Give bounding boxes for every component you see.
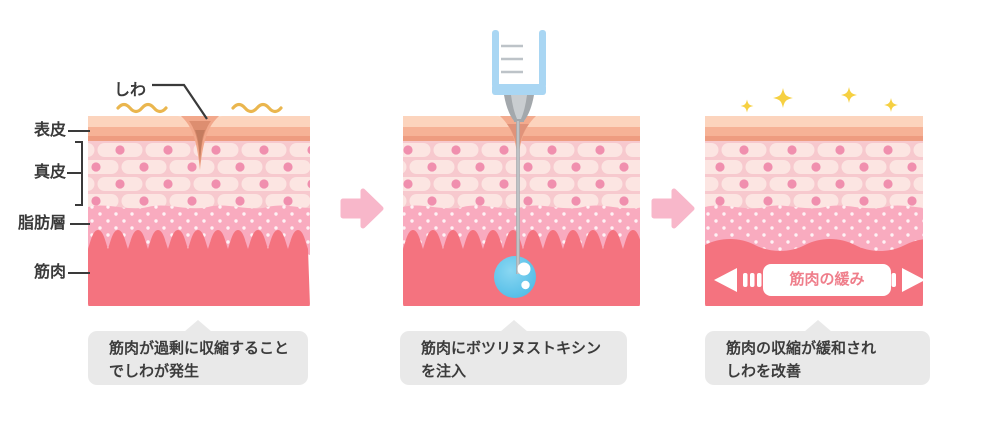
skin-layer-label-dermis: 真皮 bbox=[33, 164, 66, 181]
skin-layer-label-fat: 脂肪層 bbox=[17, 215, 66, 232]
wrinkle-squiggle-right bbox=[231, 102, 283, 114]
toxin-droplet bbox=[494, 256, 536, 298]
caption-line: でしわが発生 bbox=[109, 362, 200, 380]
contracted-muscle-shape bbox=[88, 230, 310, 306]
flow-arrow-icon-2 bbox=[651, 188, 695, 229]
droplet-highlight-small bbox=[521, 280, 530, 290]
syringe-icon bbox=[492, 30, 546, 274]
caption-line: を注入 bbox=[421, 362, 467, 380]
skin-layer-label-epidermis: 表皮 bbox=[33, 122, 66, 139]
skin-layer-label-muscle: 筋肉 bbox=[33, 264, 66, 281]
caption-bubble-2: 筋肉にボツリヌストキシン を注入 bbox=[400, 320, 627, 385]
wrinkle-pointer-line bbox=[152, 83, 208, 120]
wrinkle-label: しわ bbox=[114, 82, 147, 99]
syringe-scale-ticks bbox=[501, 44, 523, 74]
fat-layer-shape bbox=[403, 205, 640, 255]
caption-line: 筋肉が過剰に収縮すること bbox=[109, 340, 290, 357]
muscle-relax-badge: 筋肉の緩み bbox=[763, 264, 891, 296]
layer-label-connectors bbox=[67, 130, 90, 274]
caption-bubble-3: 筋肉の収縮が緩和され しわを改善 bbox=[705, 320, 930, 385]
flow-arrow-icon-1 bbox=[340, 188, 384, 229]
droplet-highlight bbox=[517, 262, 531, 276]
wrinkle-squiggle-left bbox=[116, 102, 168, 114]
wrinkle-groove bbox=[176, 110, 224, 170]
fat-layer-shape bbox=[88, 205, 310, 255]
relax-arrow-left bbox=[714, 268, 762, 292]
fat-layer-shape bbox=[705, 205, 923, 255]
skin-cross-section-wrinkled bbox=[88, 110, 310, 306]
caption-line: しわを改善 bbox=[726, 362, 802, 380]
caption-bubble-1: 筋肉が過剰に収縮すること でしわが発生 bbox=[88, 320, 308, 385]
caption-line: 筋肉にボツリヌストキシン bbox=[421, 340, 602, 357]
sparkle-icons bbox=[740, 87, 898, 113]
caption-line: 筋肉の収縮が緩和され bbox=[726, 340, 877, 357]
